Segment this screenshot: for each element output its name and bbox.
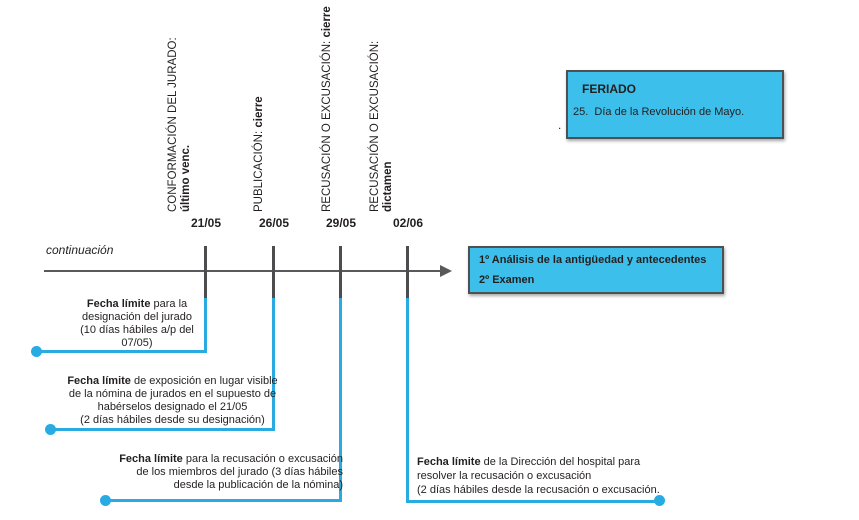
annotation-exposicion-nomina: Fecha límite de exposición en lugar visi…: [67, 375, 278, 426]
milestone-label-conformacion: CONFORMACIÓN DEL JURADO: último venc.: [167, 12, 193, 212]
connector-dot-1: [31, 346, 42, 357]
milestone-label-publicacion: PUBLICACIÓN: cierre: [253, 12, 266, 212]
connector-horizontal-2: [50, 428, 275, 431]
tick-02-06: [406, 246, 409, 298]
connector-vertical-3: [339, 298, 342, 502]
tick-29-05: [339, 246, 342, 298]
annotation-lead: Fecha límite: [67, 375, 131, 387]
annotation-lead: Fecha límite: [417, 456, 481, 468]
milestone-title: RECUSACIÓN O EXCUSACIÓN:: [321, 40, 333, 212]
connector-dot-2: [45, 424, 56, 435]
annotation-lead: Fecha límite: [119, 453, 183, 465]
connector-horizontal-1: [37, 350, 207, 353]
connector-vertical-2: [272, 298, 275, 430]
process-step-2: 2º Examen: [479, 274, 535, 286]
tick-21-05: [204, 246, 207, 298]
connector-dot-3: [100, 495, 111, 506]
milestone-label-recusacion-dictamen: RECUSACIÓN O EXCUSACIÓN: dictamen: [369, 12, 395, 212]
connector-vertical-1: [204, 298, 207, 353]
continuation-label: continuación: [46, 243, 114, 257]
annotation-designacion-jurado: Fecha límite para la designación del jur…: [80, 298, 194, 349]
annotation-resolucion-direccion: Fecha límite de la Dirección del hospita…: [417, 456, 660, 496]
timeline-axis: [44, 270, 441, 272]
milestone-title: PUBLICACIÓN:: [253, 130, 265, 212]
holiday-title: FERIADO: [582, 82, 636, 96]
connector-dot-4: [654, 495, 665, 506]
milestone-title: RECUSACIÓN O EXCUSACIÓN:: [369, 40, 381, 212]
milestone-label-recusacion-cierre: RECUSACIÓN O EXCUSACIÓN: cierre: [321, 6, 334, 212]
holiday-box: FERIADO 25. Día de la Revolución de Mayo…: [566, 70, 784, 139]
connector-horizontal-3: [105, 499, 342, 502]
annotation-recusacion-miembros: Fecha límite para la recusación o excusa…: [119, 453, 343, 491]
milestone-emphasis: último venc.: [180, 144, 192, 212]
holiday-entry: 25. Día de la Revolución de Mayo.: [573, 106, 745, 118]
date-label: 02/06: [392, 216, 424, 230]
milestone-emphasis: cierre: [321, 6, 333, 38]
tick-26-05: [272, 246, 275, 298]
date-label: 29/05: [325, 216, 357, 230]
stray-period: .: [558, 118, 562, 132]
process-step-1: 1º Análisis de la antigüedad y anteceden…: [479, 254, 707, 266]
connector-horizontal-4: [407, 500, 660, 503]
date-label: 26/05: [258, 216, 290, 230]
timeline-arrow-icon: [440, 265, 452, 277]
milestone-emphasis: dictamen: [382, 161, 394, 213]
connector-vertical-4: [406, 298, 409, 503]
date-label: 21/05: [190, 216, 222, 230]
milestone-emphasis: cierre: [253, 96, 265, 128]
annotation-lead: Fecha límite: [86, 298, 151, 310]
milestone-title: CONFORMACIÓN DEL JURADO:: [167, 37, 179, 212]
process-steps-box: 1º Análisis de la antigüedad y anteceden…: [468, 246, 724, 294]
